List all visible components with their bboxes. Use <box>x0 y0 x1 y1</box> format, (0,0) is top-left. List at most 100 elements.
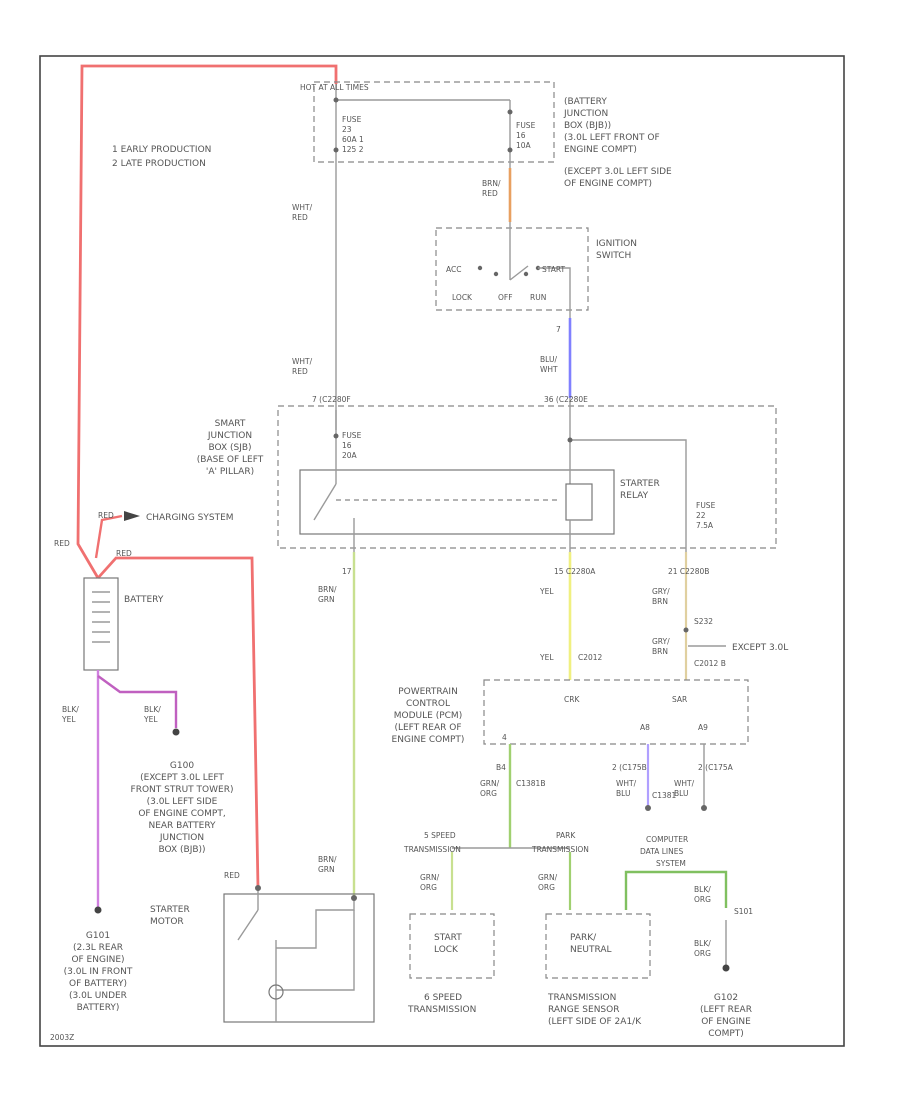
connector-c13: S101 <box>734 907 753 916</box>
smart-junction-box-label: SMART JUNCTION BOX (SJB) (BASE OF LEFT '… <box>197 419 264 477</box>
start-lock-box <box>409 913 495 979</box>
svg-text:GRN/: GRN/ <box>480 779 500 788</box>
starter-coil-wire <box>276 898 355 949</box>
svg-text:(3.0L IN FRONT: (3.0L IN FRONT <box>64 967 133 977</box>
svg-text:OF ENGINE): OF ENGINE) <box>71 955 124 965</box>
fuse-16-sjb-label: FUSE 16 20A <box>342 431 362 460</box>
svg-text:TRANSMISSION: TRANSMISSION <box>407 1005 476 1015</box>
svg-text:BRN: BRN <box>652 647 668 656</box>
charging-arrow-icon <box>124 511 140 521</box>
start-lock-label: START LOCK <box>434 933 462 955</box>
g100-label: G100 (EXCEPT 3.0L LEFT FRONT STRUT TOWER… <box>131 761 234 855</box>
pcm-label: POWERTRAIN CONTROL MODULE (PCM) (LEFT RE… <box>392 687 465 745</box>
sjb-fuse22-wire <box>570 439 687 552</box>
svg-text:TRANSMISSION: TRANSMISSION <box>403 845 461 854</box>
svg-text:(3.0L LEFT SIDE: (3.0L LEFT SIDE <box>147 797 218 807</box>
ign-off-label: OFF <box>498 293 513 302</box>
svg-text:CONTROL: CONTROL <box>406 699 450 709</box>
wire-label-blk-yel-2: BLK/ YEL <box>143 705 161 724</box>
svg-text:5 SPEED: 5 SPEED <box>424 831 456 840</box>
wire-label-blk-org-1: BLK/ ORG <box>694 885 711 904</box>
svg-text:START: START <box>434 933 462 943</box>
pcm-outline <box>483 679 749 745</box>
svg-text:RANGE SENSOR: RANGE SENSOR <box>548 1005 619 1015</box>
range-sensor-label: TRANSMISSION RANGE SENSOR (LEFT SIDE OF … <box>547 993 642 1027</box>
svg-text:RELAY: RELAY <box>620 491 649 501</box>
wire-label-yel-2: YEL <box>539 653 554 662</box>
svg-text:BRN/: BRN/ <box>482 179 501 188</box>
bjb-node-c <box>333 147 339 153</box>
g101-label: G101 (2.3L REAR OF ENGINE) (3.0L IN FRON… <box>64 931 133 1013</box>
svg-text:GRY/: GRY/ <box>652 637 670 646</box>
ign-wiper <box>509 265 529 281</box>
svg-text:OF ENGINE COMPT): OF ENGINE COMPT) <box>564 179 652 189</box>
svg-text:COMPT): COMPT) <box>708 1029 744 1039</box>
svg-text:WHT/: WHT/ <box>292 357 313 366</box>
svg-text:OF ENGINE COMPT,: OF ENGINE COMPT, <box>138 809 225 819</box>
svg-text:BATTERY): BATTERY) <box>77 1003 120 1013</box>
svg-text:23: 23 <box>342 125 352 134</box>
svg-text:60A 1: 60A 1 <box>342 135 364 144</box>
starter-feed-wire-red <box>96 556 260 889</box>
svg-text:GRY/: GRY/ <box>652 587 670 596</box>
ign-acc-label: ACC <box>446 265 461 274</box>
svg-text:BRN/: BRN/ <box>318 855 337 864</box>
svg-text:PARK: PARK <box>556 831 576 840</box>
wire-label-wht-blu: WHT/ BLU <box>616 779 637 798</box>
svg-text:STARTER: STARTER <box>620 479 660 489</box>
ign-lock-label: LOCK <box>452 293 473 302</box>
ign-pin-label: 7 <box>556 325 561 334</box>
wire-label-wht-blu-2: WHT/ BLU <box>674 779 695 798</box>
battery-label: BATTERY <box>124 595 164 605</box>
connector-c4: 15 C2280A <box>554 567 596 576</box>
svg-text:LOCK: LOCK <box>434 945 459 955</box>
svg-text:BLU/: BLU/ <box>540 355 557 364</box>
svg-text:YEL: YEL <box>143 715 158 724</box>
s232-splice <box>683 627 689 633</box>
svg-text:SYSTEM: SYSTEM <box>656 859 686 868</box>
svg-text:WHT/: WHT/ <box>616 779 637 788</box>
connector-c9: C1381B <box>516 779 545 788</box>
svg-text:ENGINE COMPT): ENGINE COMPT) <box>392 735 465 745</box>
connector-c5: 21 C2280B <box>668 567 709 576</box>
ign-run-contact <box>523 271 529 277</box>
svg-text:G102: G102 <box>714 993 738 1003</box>
data-lines-wire <box>624 870 728 910</box>
pcm-pin-d: A9 <box>698 723 708 732</box>
wire-label-gry-brn-1: GRY/ BRN <box>652 587 670 606</box>
transmission-5speed-label: 5 SPEED TRANSMISSION <box>403 831 461 854</box>
svg-text:SWITCH: SWITCH <box>596 251 631 261</box>
svg-text:ENGINE COMPT): ENGINE COMPT) <box>564 145 637 155</box>
svg-text:MODULE (PCM): MODULE (PCM) <box>394 711 462 721</box>
diagram-frame <box>39 55 845 1047</box>
starter-relay-label: STARTER RELAY <box>620 479 660 501</box>
wire-label-blk-org-2: BLK/ ORG <box>694 939 711 958</box>
svg-text:20A: 20A <box>342 451 358 460</box>
svg-text:6 SPEED: 6 SPEED <box>424 993 462 1003</box>
battery-junction-box-label: (BATTERY JUNCTION BOX (BJB)) (3.0L LEFT … <box>563 97 672 189</box>
svg-text:WHT: WHT <box>540 365 558 374</box>
g102-label: G102 (LEFT REAR OF ENGINE COMPT) <box>700 993 752 1039</box>
pcm-pin-a: 4 <box>502 733 507 742</box>
svg-text:SMART: SMART <box>215 419 246 429</box>
svg-text:WHT/: WHT/ <box>674 779 695 788</box>
wire-label-brn-grn-2: BRN/ GRN <box>318 855 337 874</box>
data-links-label: COMPUTER DATA LINES SYSTEM <box>640 835 688 868</box>
svg-text:BLK/: BLK/ <box>144 705 161 714</box>
svg-text:(3.0L LEFT FRONT OF: (3.0L LEFT FRONT OF <box>564 133 660 143</box>
park-neutral-box <box>545 913 651 979</box>
svg-text:JUNCTION: JUNCTION <box>207 431 252 441</box>
pcm-data-node-a <box>645 805 651 811</box>
svg-text:RED: RED <box>482 189 498 198</box>
svg-text:FUSE: FUSE <box>342 431 362 440</box>
note-early: 1 EARLY PRODUCTION <box>112 145 211 155</box>
svg-text:G100: G100 <box>170 761 194 771</box>
svg-text:16: 16 <box>342 441 352 450</box>
svg-text:'A' PILLAR): 'A' PILLAR) <box>206 467 254 477</box>
svg-text:FUSE: FUSE <box>342 115 362 124</box>
note-late: 2 LATE PRODUCTION <box>112 159 206 169</box>
wire-label-red-top: RED <box>98 511 114 520</box>
svg-text:STARTER: STARTER <box>150 905 190 915</box>
